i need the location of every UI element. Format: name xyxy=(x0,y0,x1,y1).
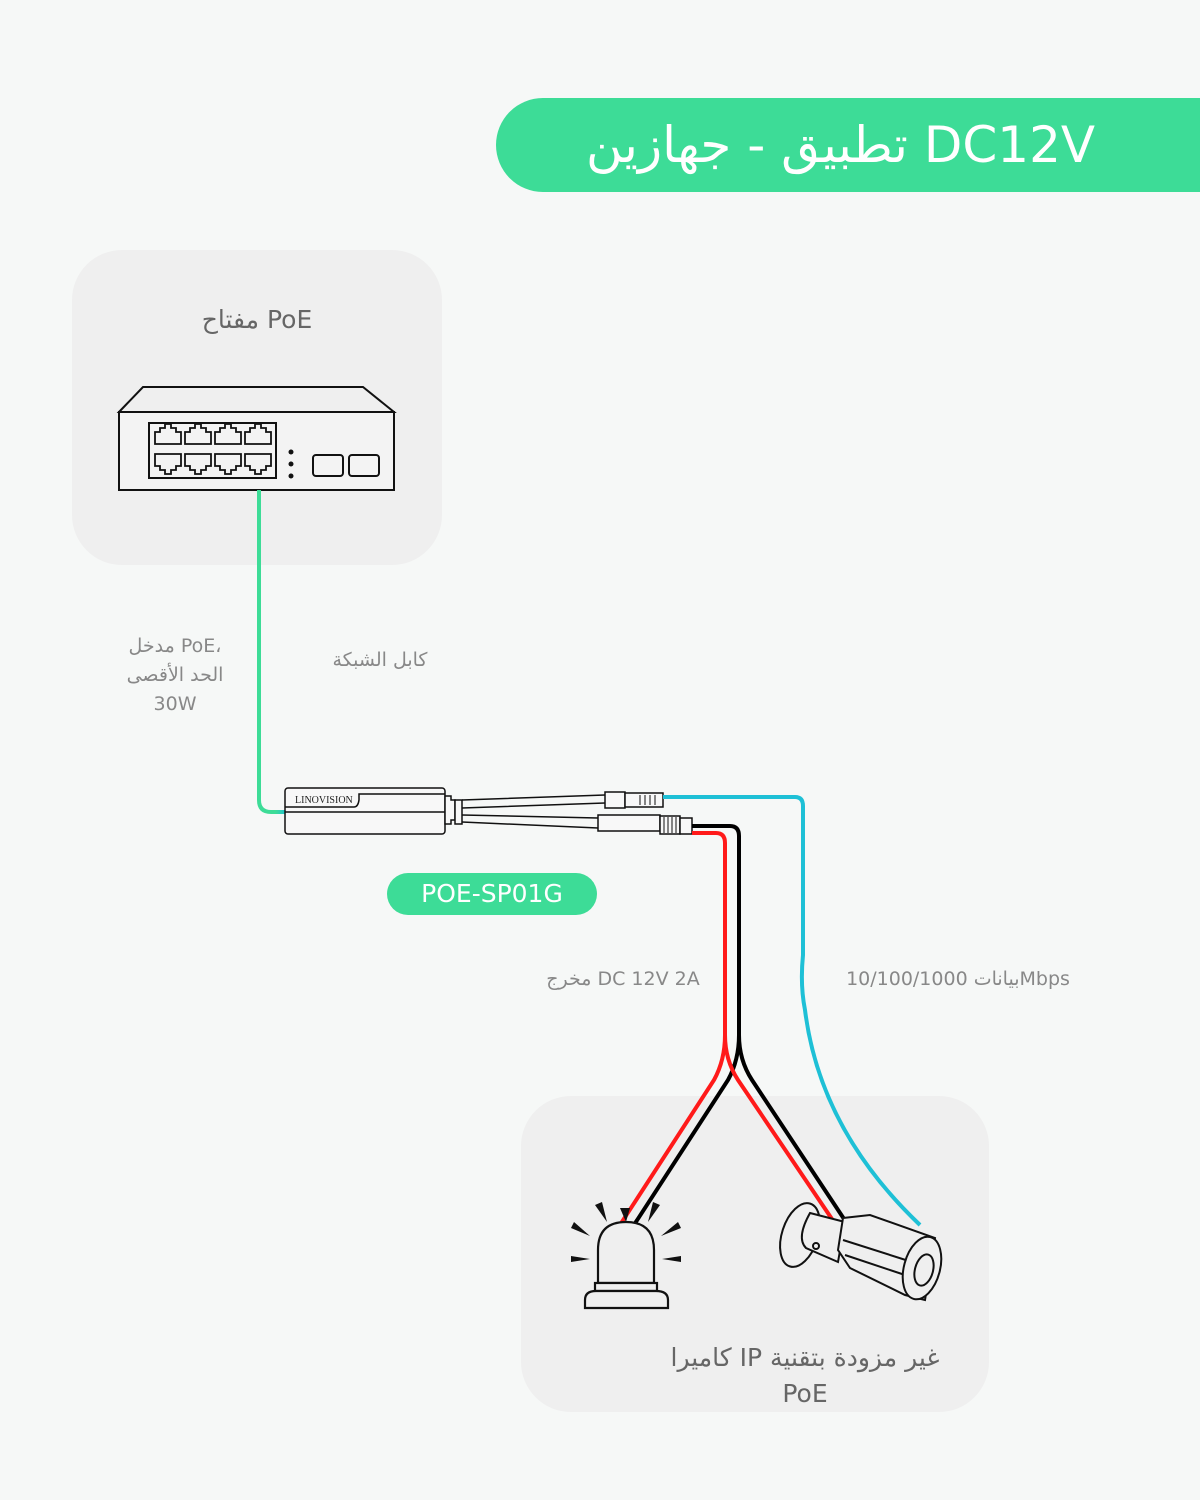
poe-switch-title: مفتاح PoE xyxy=(201,305,313,334)
poe-input-line-1: مدخل PoE، xyxy=(128,635,222,657)
dc-positive-cable xyxy=(616,831,727,1230)
dc-positive-cable-camera xyxy=(723,1034,838,1227)
page-title: تطبيق - جهازين DC12V xyxy=(496,98,1200,192)
bullet-camera-icon xyxy=(779,1202,943,1302)
ethernet-ports xyxy=(154,423,272,475)
devices-title-line-1: كاميرا IP غير مزودة بتقنية xyxy=(670,1343,940,1372)
poe-input-line-2: الحد الأقصى xyxy=(126,664,224,686)
dc-output-label: مخرج DC 12V 2A xyxy=(546,968,700,990)
alarm-siren-icon xyxy=(571,1202,681,1310)
dc-negative-cable-camera xyxy=(737,1034,852,1230)
network-cable-label: كابل الشبكة xyxy=(332,649,428,671)
devices-title-line-2: PoE xyxy=(782,1379,828,1408)
poe-switch-icon xyxy=(116,386,397,491)
poe-input-cable xyxy=(257,490,287,814)
status-leds xyxy=(288,449,294,479)
poe-input-label: مدخل PoE، الحد الأقصى 30W xyxy=(105,632,245,719)
poe-input-line-3: 30W xyxy=(153,693,197,715)
dc-negative-cable xyxy=(630,824,741,1230)
poe-splitter-icon xyxy=(284,787,693,835)
sfp-ports xyxy=(312,454,380,477)
data-rate-label: بيانات 10/100/1000Mbps xyxy=(846,968,1070,990)
splitter-brand: LINOVISION xyxy=(295,795,353,806)
devices-title: كاميرا IP غير مزودة بتقنية PoE xyxy=(600,1340,1010,1412)
splitter-model-badge: POE-SP01G xyxy=(387,873,597,915)
ethernet-cable xyxy=(663,795,922,1227)
